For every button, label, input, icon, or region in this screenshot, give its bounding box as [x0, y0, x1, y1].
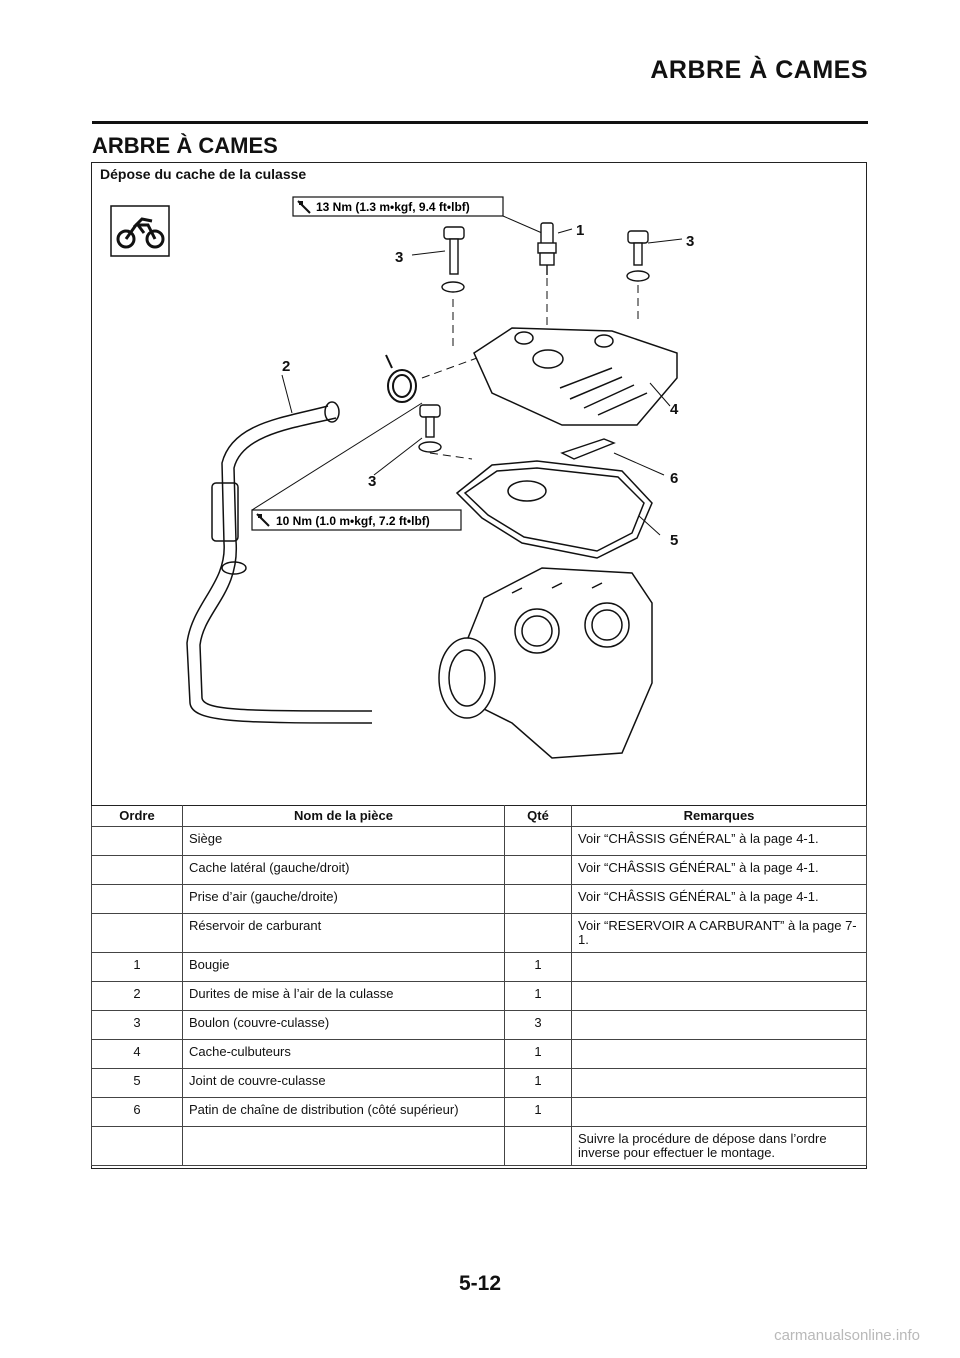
table-row: Réservoir de carburant Voir “RESERVOIR A… — [91, 913, 867, 953]
cell-remarks — [571, 952, 867, 982]
table-row: 4 Cache-culbuteurs 1 — [91, 1039, 867, 1069]
callout-5: 5 — [670, 532, 678, 549]
cell-part-name: Patin de chaîne de distribution (côté su… — [182, 1097, 505, 1127]
cell-remarks: Voir “CHÂSSIS GÉNÉRAL” à la page 4-1. — [571, 884, 867, 914]
header-order: Ordre — [91, 805, 183, 827]
cell-remarks — [571, 1068, 867, 1098]
exploded-diagram: 13 Nm (1.3 m•kgf, 9.4 ft•lbf) 10 Nm (1.0… — [110, 196, 694, 759]
cell-order: 1 — [91, 952, 183, 982]
cover-bolt-lower — [418, 404, 442, 453]
cell-remarks — [571, 1039, 867, 1069]
hose-clip — [385, 354, 417, 403]
figure-frame: Dépose du cache de la culasse 13 Nm (1.3… — [91, 162, 867, 1169]
table-row: Prise d’air (gauche/droite) Voir “CHÂSSI… — [91, 884, 867, 914]
cell-remarks — [571, 981, 867, 1011]
header-part-name: Nom de la pièce — [182, 805, 505, 827]
cell-quantity — [504, 884, 572, 914]
cell-part-name: Durites de mise à l’air de la culasse — [182, 981, 505, 1011]
callout-3-lower: 3 — [368, 473, 376, 490]
running-header-title: ARBRE À CAMES — [650, 56, 868, 84]
torque-value-top: 13 Nm (1.3 m•kgf, 9.4 ft•lbf) — [316, 200, 470, 214]
torque-wrench-icon — [256, 513, 270, 527]
cell-part-name: Joint de couvre-culasse — [182, 1068, 505, 1098]
table-row: 1 Bougie 1 — [91, 952, 867, 982]
table-row: Siège Voir “CHÂSSIS GÉNÉRAL” à la page 4… — [91, 826, 867, 856]
cell-part-name: Réservoir de carburant — [182, 913, 505, 953]
callout-3-upper-right: 3 — [686, 233, 694, 250]
cell-remarks — [571, 1097, 867, 1127]
cell-order — [91, 913, 183, 953]
cell-order — [91, 1126, 183, 1166]
header-quantity: Qté — [504, 805, 572, 827]
table-row: Suivre la procédure de dépose dans l’ord… — [91, 1126, 867, 1166]
cell-order — [91, 855, 183, 885]
cell-quantity: 1 — [504, 981, 572, 1011]
torque-label-bottom: 10 Nm (1.0 m•kgf, 7.2 ft•lbf) — [251, 509, 462, 531]
cell-remarks: Voir “RESERVOIR A CARBURANT” à la page 7… — [571, 913, 867, 953]
torque-wrench-icon — [297, 200, 311, 214]
cell-quantity — [504, 826, 572, 856]
cell-order: 4 — [91, 1039, 183, 1069]
site-watermark: carmanualsonline.info — [774, 1327, 920, 1344]
cell-quantity: 1 — [504, 1068, 572, 1098]
callout-1: 1 — [576, 222, 584, 239]
cell-part-name: Cache-culbuteurs — [182, 1039, 505, 1069]
cell-quantity — [504, 1126, 572, 1166]
spark-plug — [537, 222, 557, 275]
leader-lines — [281, 228, 683, 536]
parts-table: Ordre Nom de la pièce Qté Remarques Sièg… — [91, 805, 867, 1166]
torque-value-bottom: 10 Nm (1.0 m•kgf, 7.2 ft•lbf) — [276, 514, 430, 528]
cell-remarks: Voir “CHÂSSIS GÉNÉRAL” à la page 4-1. — [571, 826, 867, 856]
cell-part-name: Bougie — [182, 952, 505, 982]
page-number: 5-12 — [458, 1272, 502, 1295]
cell-part-name — [182, 1126, 505, 1166]
cell-order — [91, 884, 183, 914]
cover-bolt-right — [626, 230, 650, 282]
cell-order: 5 — [91, 1068, 183, 1098]
breather-hose — [186, 401, 373, 724]
table-row: 2 Durites de mise à l’air de la culasse … — [91, 981, 867, 1011]
timing-chain-guide — [560, 438, 616, 460]
cell-order: 6 — [91, 1097, 183, 1127]
figure-subtitle: Dépose du cache de la culasse — [100, 166, 307, 182]
cell-part-name: Boulon (couvre-culasse) — [182, 1010, 505, 1040]
cover-gasket — [455, 460, 653, 559]
cell-quantity: 1 — [504, 1097, 572, 1127]
header-rule — [92, 121, 868, 124]
cell-quantity — [504, 855, 572, 885]
callout-4: 4 — [670, 401, 679, 418]
cell-quantity: 1 — [504, 1039, 572, 1069]
cylinder-head-cover — [473, 327, 678, 426]
cell-quantity — [504, 913, 572, 953]
callout-2: 2 — [282, 358, 290, 375]
cylinder-head — [438, 567, 653, 759]
table-row: 6 Patin de chaîne de distribution (côté … — [91, 1097, 867, 1127]
cell-remarks: Suivre la procédure de dépose dans l’ord… — [571, 1126, 867, 1166]
callout-3-upper-left: 3 — [395, 249, 403, 266]
table-row: Cache latéral (gauche/droit) Voir “CHÂSS… — [91, 855, 867, 885]
callout-6: 6 — [670, 470, 678, 487]
cell-part-name: Siège — [182, 826, 505, 856]
cell-remarks: Voir “CHÂSSIS GÉNÉRAL” à la page 4-1. — [571, 855, 867, 885]
cell-remarks — [571, 1010, 867, 1040]
cell-order: 3 — [91, 1010, 183, 1040]
cell-order — [91, 826, 183, 856]
cover-bolt-left — [441, 226, 465, 293]
cell-part-name: Prise d’air (gauche/droite) — [182, 884, 505, 914]
cell-order: 2 — [91, 981, 183, 1011]
cell-quantity: 1 — [504, 952, 572, 982]
motorcycle-icon — [110, 205, 170, 257]
section-title: ARBRE À CAMES — [92, 133, 278, 158]
cell-part-name: Cache latéral (gauche/droit) — [182, 855, 505, 885]
cell-quantity: 3 — [504, 1010, 572, 1040]
table-row: 3 Boulon (couvre-culasse) 3 — [91, 1010, 867, 1040]
header-remarks: Remarques — [571, 805, 867, 827]
torque-label-top: 13 Nm (1.3 m•kgf, 9.4 ft•lbf) — [292, 196, 504, 217]
table-row: 5 Joint de couvre-culasse 1 — [91, 1068, 867, 1098]
table-header-row: Ordre Nom de la pièce Qté Remarques — [91, 805, 867, 827]
